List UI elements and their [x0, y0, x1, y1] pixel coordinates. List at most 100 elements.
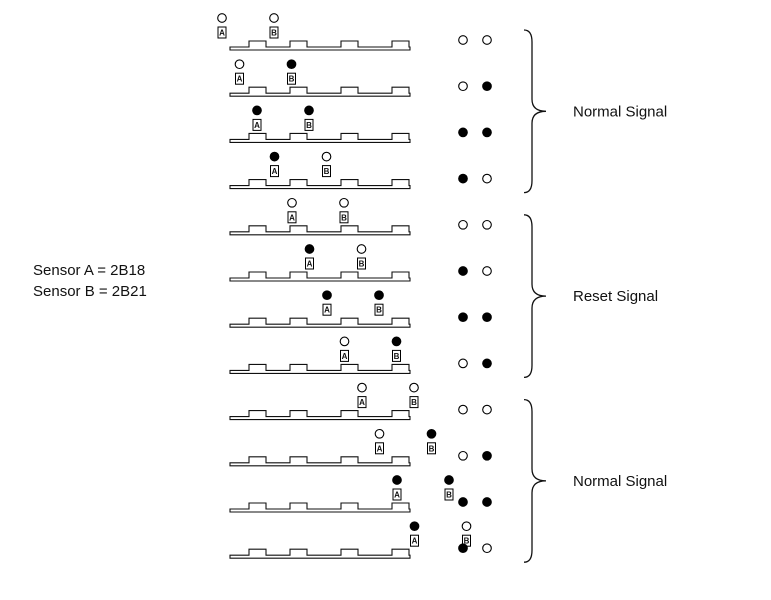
signal-rail	[229, 317, 411, 328]
sensor-a-box	[357, 396, 367, 409]
indicator-b-dot	[482, 127, 492, 138]
sensor-b-state-dot	[444, 475, 454, 485]
sensor-b-box	[269, 26, 279, 39]
sensor-b-definition: Sensor B = 2B21	[33, 283, 147, 300]
sensor-a-state-dot	[234, 59, 245, 70]
sensor-a-label: A	[394, 491, 400, 500]
indicator-a-dot	[458, 543, 468, 554]
sensor-a-label: A	[412, 537, 418, 546]
sensor-a-label: A	[307, 260, 313, 269]
indicator-b-dot	[482, 81, 492, 92]
group-label: Normal Signal	[573, 103, 667, 120]
indicator-a-dot	[458, 358, 468, 369]
sensor-legend: Sensor A = 2B18 Sensor B = 2B21	[33, 262, 147, 300]
sensor-b-box	[304, 118, 314, 131]
sensor-a-definition: Sensor A = 2B18	[33, 262, 145, 279]
sensor-a-label: A	[237, 75, 243, 84]
indicator-b-dot	[482, 173, 492, 184]
sensor-a-box	[305, 257, 314, 270]
group-brace: Normal Signal	[523, 29, 667, 194]
curly-brace	[523, 398, 547, 563]
sensor-a-label: A	[272, 167, 278, 176]
sensor-b-label: B	[289, 75, 295, 84]
sensor-a-box	[217, 26, 227, 39]
sensor-a-box	[252, 118, 262, 131]
signal-rail	[229, 271, 411, 282]
sensor-b-state-dot	[269, 13, 279, 23]
sensor-a-state-dot	[374, 428, 385, 439]
sensor-a-state-dot	[252, 105, 262, 116]
indicator-a-dot	[458, 219, 468, 230]
curly-brace	[523, 214, 547, 379]
sensor-a-label: A	[377, 444, 383, 453]
sensor-b-label: B	[359, 260, 365, 269]
sensor-a-state-dot	[357, 382, 367, 393]
sensor-b-box	[357, 257, 366, 270]
indicator-b-dot	[482, 450, 492, 461]
sensor-b-box	[444, 488, 454, 501]
sensor-a-box	[392, 488, 402, 501]
sensor-b-label: B	[324, 167, 330, 176]
sensor-b-state-dot	[426, 428, 437, 439]
sensor-a-label: A	[359, 398, 365, 407]
sensor-b-state-dot	[356, 244, 367, 254]
sensor-b-box	[322, 165, 331, 178]
sensor-b-label: B	[464, 537, 470, 546]
group-brace: Reset Signal	[523, 214, 658, 379]
signal-rail	[229, 548, 411, 559]
sensor-b-box	[374, 303, 384, 316]
signal-rail	[229, 410, 411, 421]
sensor-b-state-dot	[321, 151, 332, 162]
sensor-b-label: B	[376, 306, 382, 315]
signal-rail	[229, 86, 411, 97]
sensor-b-state-dot	[339, 197, 349, 208]
sensor-b-label: B	[446, 491, 452, 500]
sensor-b-label: B	[394, 352, 400, 361]
sensor-a-state-dot	[322, 290, 332, 301]
sensor-a-label: A	[324, 306, 330, 315]
indicator-a-dot	[458, 81, 468, 92]
indicator-a-dot	[458, 404, 468, 415]
sensor-b-state-dot	[391, 336, 402, 347]
signal-rail	[229, 40, 411, 51]
sensor-b-label: B	[341, 213, 347, 222]
sensor-b-label: B	[429, 444, 435, 453]
sensor-b-label: B	[411, 398, 417, 407]
indicator-b-dot	[482, 404, 492, 415]
sensor-a-label: A	[254, 121, 260, 130]
indicator-b-dot	[482, 312, 492, 323]
sensor-a-label: A	[342, 352, 348, 361]
signal-rail	[229, 363, 411, 374]
sensor-b-state-dot	[409, 382, 419, 393]
sensor-b-label: B	[271, 29, 277, 38]
sensor-b-box	[427, 442, 436, 455]
sensor-a-box	[375, 442, 384, 455]
group-label: Reset Signal	[573, 288, 658, 305]
sensor-a-state-dot	[217, 13, 227, 23]
sensor-a-state-dot	[339, 336, 350, 347]
indicator-b-dot	[482, 543, 492, 554]
indicator-a-dot	[458, 35, 468, 45]
sensor-a-box	[340, 349, 349, 362]
sensor-a-box	[410, 534, 419, 547]
indicator-b-dot	[482, 358, 492, 369]
sensor-b-state-dot	[461, 521, 472, 532]
indicator-a-dot	[458, 450, 468, 461]
sensor-b-box	[287, 72, 296, 85]
sensor-a-box	[322, 303, 332, 316]
signal-rail	[229, 179, 411, 190]
indicator-a-dot	[458, 127, 468, 138]
indicator-a-dot	[458, 312, 468, 323]
group-label: Normal Signal	[573, 473, 667, 490]
indicator-b-dot	[482, 219, 492, 230]
sensor-a-state-dot	[409, 521, 420, 532]
indicator-a-dot	[458, 173, 468, 184]
sensor-a-box	[287, 211, 297, 224]
